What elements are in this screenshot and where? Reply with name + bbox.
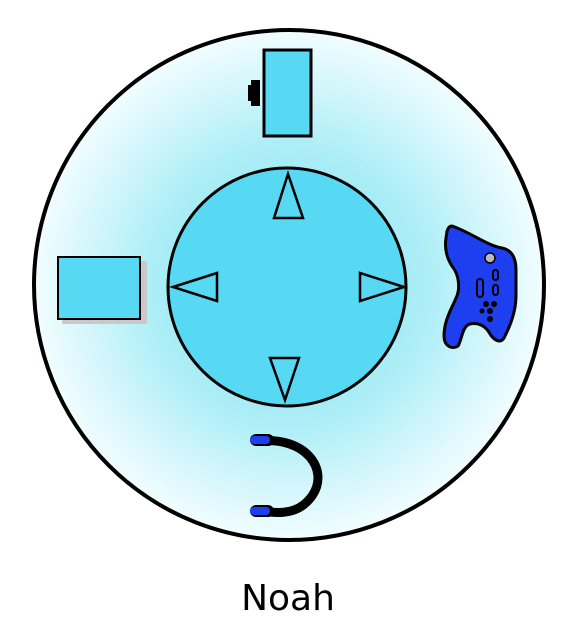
left-arrow-icon[interactable] <box>168 271 219 303</box>
player-name-label: Noah <box>241 578 335 619</box>
down-arrow-icon[interactable] <box>268 356 301 404</box>
monitor-icon[interactable] <box>248 48 313 138</box>
screen-icon[interactable] <box>57 256 147 324</box>
gamepad-icon[interactable] <box>442 224 518 350</box>
headphones-icon[interactable] <box>250 434 323 517</box>
up-arrow-icon[interactable] <box>272 170 305 220</box>
right-arrow-icon[interactable] <box>358 271 409 303</box>
